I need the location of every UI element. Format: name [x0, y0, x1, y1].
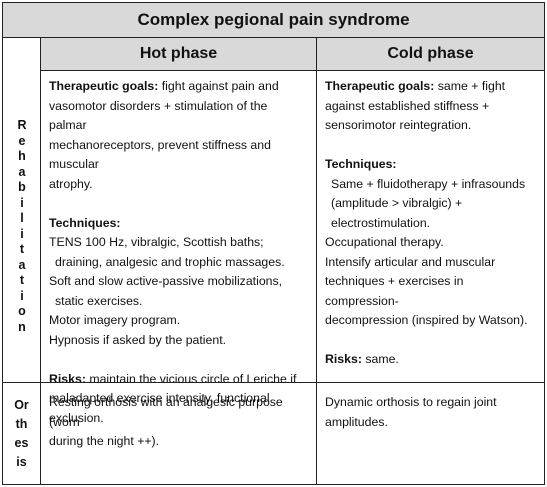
text-line: fight against pain and: [158, 79, 279, 93]
text-line: decompression (inspired by Watson).: [325, 313, 528, 327]
label-letter: R: [17, 118, 27, 132]
label-letter: i: [20, 195, 24, 210]
column-header-hot: Hot phase: [41, 38, 317, 71]
orthesis-hot-cell: Resting orthosis with an analgesic purpo…: [41, 383, 317, 484]
text-line: static exercises.: [55, 293, 143, 308]
text-line: Intensify articular and muscular: [325, 254, 496, 269]
label-letter: t: [19, 273, 25, 287]
label-part: is: [16, 454, 27, 469]
text-line: vasomotor disorders + stimulation of the…: [49, 98, 268, 133]
label-letter: i: [20, 226, 24, 241]
label-part: Or: [14, 397, 29, 412]
goals-line: Therapeutic goals: same + fight: [325, 77, 536, 97]
orthesis-label: Or th es is: [14, 396, 29, 472]
text-line: maladapted exercise intensity, functiona…: [49, 391, 270, 405]
techniques-label: Techniques:: [49, 215, 121, 230]
text-line: same + fight: [434, 79, 506, 93]
goals-label: Therapeutic goals:: [325, 79, 435, 93]
text-line: Soft and slow active-passive mobilizatio…: [49, 274, 283, 288]
text-line: against established stiffness +: [325, 98, 490, 113]
text-line: draining, analgesic and trophic massages…: [55, 254, 285, 269]
header-corner: [3, 38, 41, 382]
label-letter: h: [18, 149, 26, 163]
row-divider: [3, 382, 544, 383]
label-part: th: [15, 416, 28, 431]
techniques-label: Techniques:: [325, 157, 397, 171]
text-line: Dynamic orthosis to regain joint: [325, 395, 497, 409]
text-line: techniques + exercises in compression-: [325, 274, 464, 308]
goals-line: Therapeutic goals: fight against pain an…: [49, 77, 308, 97]
text-line: atrophy.: [49, 176, 93, 191]
text-line: Resting orthosis with an analgesic purpo…: [49, 395, 283, 429]
text-line: exclusion.: [49, 410, 104, 425]
rehabilitation-hot-cell: Therapeutic goals: fight against pain an…: [41, 71, 317, 425]
label-letter: e: [18, 133, 26, 148]
table-title: Complex pegional pain syndrome: [3, 3, 544, 38]
text-line: (amplitude > vibralgic) +: [331, 196, 463, 210]
rehabilitation-vertical-label: R e h a b i l i t a t i o n: [17, 118, 26, 335]
label-letter: b: [18, 180, 26, 194]
text-line: electrostimulation.: [331, 215, 431, 230]
label-letter: a: [18, 164, 26, 179]
risks-label: Risks:: [325, 352, 362, 366]
label-part: es: [14, 435, 29, 450]
text-line: same.: [361, 352, 399, 366]
risks-line: Risks: same.: [325, 350, 536, 370]
label-letter: o: [18, 304, 26, 318]
rehabilitation-cold-cell: Therapeutic goals: same + fight against …: [317, 71, 544, 382]
goals-label: Therapeutic goals:: [49, 79, 159, 93]
row-label-orthesis: Or th es is: [3, 383, 41, 484]
label-letter: l: [20, 211, 24, 225]
text-line: during the night ++).: [49, 434, 160, 448]
text-line: Hypnosis if asked by the patient.: [49, 332, 227, 347]
text-line: amplitudes.: [325, 414, 388, 429]
label-letter: t: [19, 242, 25, 256]
text-line: Occupational therapy.: [325, 235, 444, 249]
text-line: mechanoreceptors, prevent stiffness and …: [49, 137, 271, 172]
label-letter: n: [18, 319, 26, 334]
orthesis-cold-cell: Dynamic orthosis to regain joint amplitu…: [317, 383, 544, 484]
text-line: Same + fluidotherapy + infrasounds: [331, 176, 526, 191]
text-line: Motor imagery program.: [49, 313, 181, 327]
label-letter: a: [18, 257, 26, 272]
column-header-cold: Cold phase: [317, 38, 544, 71]
label-letter: i: [20, 288, 24, 303]
row-label-rehabilitation: R e h a b i l i t a t i o n: [3, 71, 41, 382]
text-line: sensorimotor reintegration.: [325, 118, 472, 132]
text-line: TENS 100 Hz, vibralgic, Scottish baths;: [49, 235, 264, 249]
